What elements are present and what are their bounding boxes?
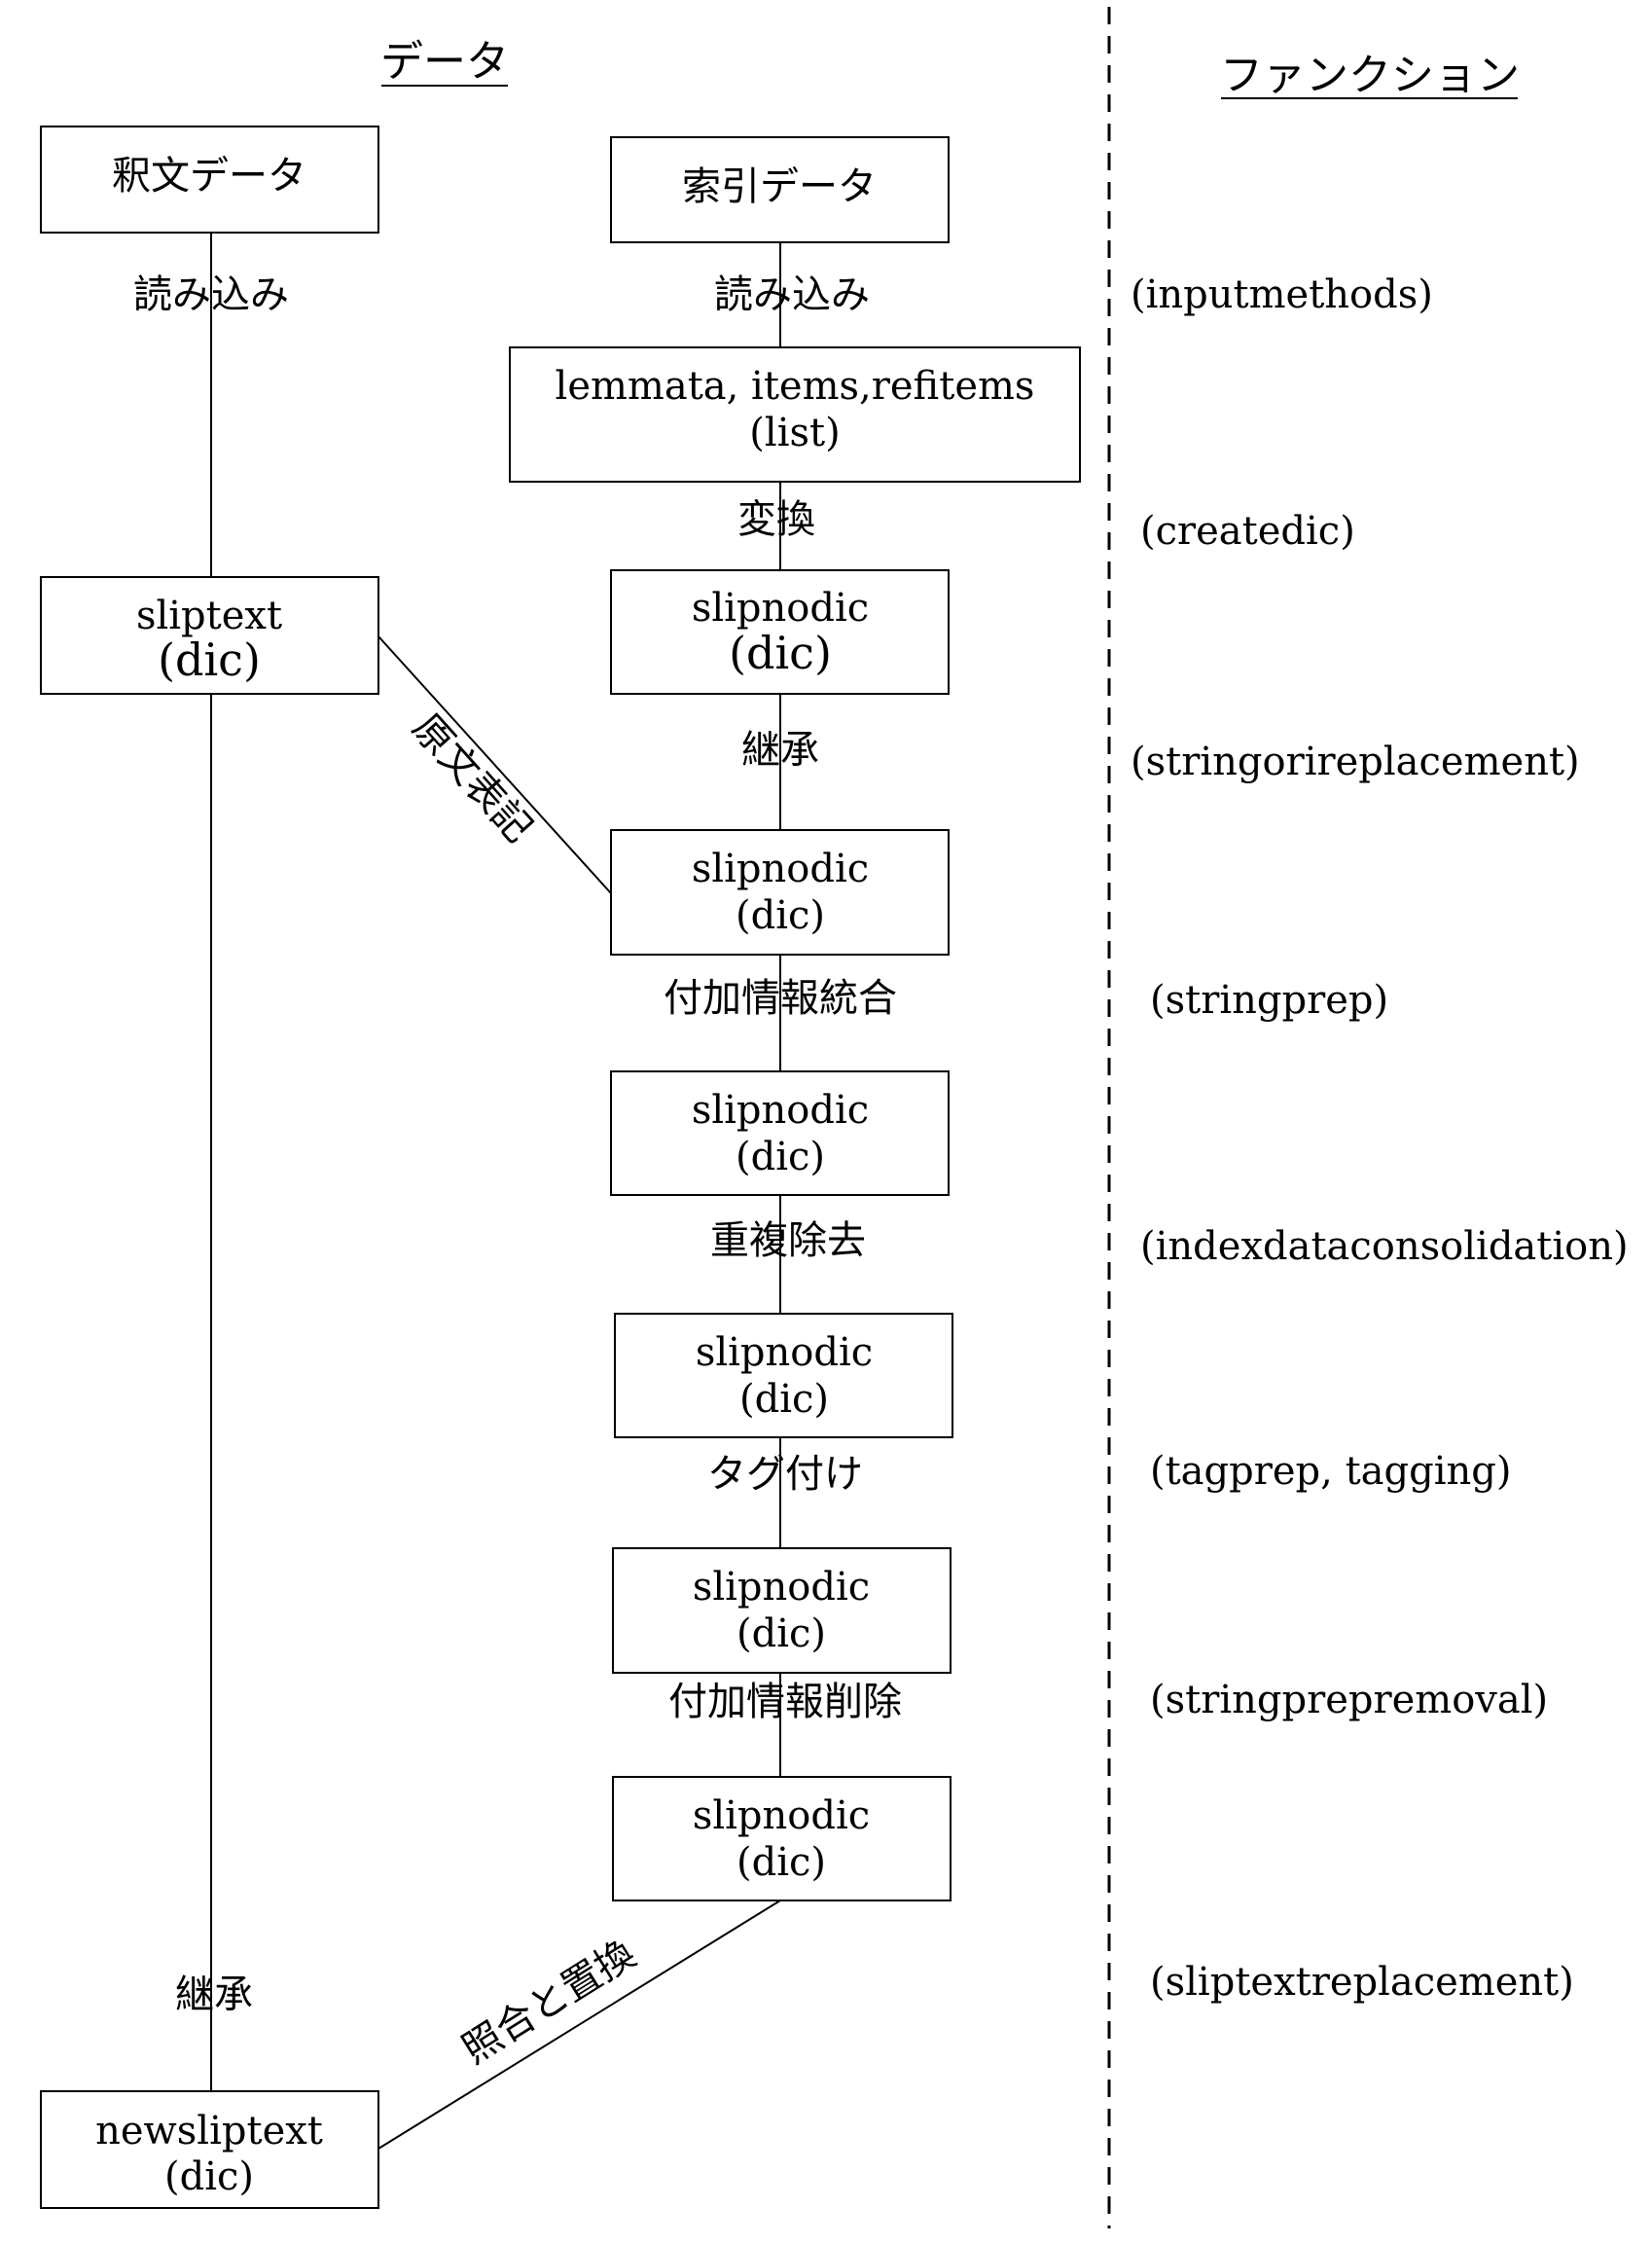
box-sublabel: (dic) <box>736 1135 825 1179</box>
box-sublabel: (dic) <box>736 1840 826 1885</box>
box-slipnodic-4: slipnodic (dic) <box>614 1313 953 1438</box>
edge-label-remove-info: 付加情報削除 <box>668 1680 902 1724</box>
box-label: slipnodic <box>692 1088 869 1133</box>
box-label: 釈文データ <box>112 154 306 199</box>
box-sakuin-data: 索引データ <box>610 136 950 243</box>
box-label: sliptext <box>136 594 282 638</box>
box-sublabel: (dic) <box>158 633 261 686</box>
box-slipnodic-6: slipnodic (dic) <box>612 1776 952 1901</box>
function-label: (tagprep, tagging) <box>1150 1449 1511 1494</box>
function-label: (indexdataconsolidation) <box>1140 1224 1629 1269</box>
edge-label-dedupe: 重複除去 <box>710 1218 866 1263</box>
box-slipnodic-1: slipnodic (dic) <box>610 569 950 695</box>
edge-label-inherit-right: 継承 <box>741 728 819 773</box>
box-sublabel: (dic) <box>729 627 832 679</box>
box-sublabel: (list) <box>749 411 840 455</box>
function-label: (sliptextreplacement) <box>1150 1960 1574 2005</box>
box-sliptext: sliptext (dic) <box>40 576 379 695</box>
function-label: (createdic) <box>1140 509 1355 554</box>
box-lemmata-list: lemmata, items,refitems (list) <box>509 346 1081 483</box>
box-sublabel: (dic) <box>736 1611 826 1656</box>
box-label: 索引データ <box>682 164 877 209</box>
box-label: slipnodic <box>692 847 869 891</box>
box-label: slipnodic <box>693 1565 870 1610</box>
function-label: (stringorireplacement) <box>1131 740 1580 784</box>
box-slipnodic-5: slipnodic (dic) <box>612 1547 952 1674</box>
box-shakubun-data: 釈文データ <box>40 126 379 234</box>
function-label: (stringprepremoval) <box>1150 1678 1548 1722</box>
box-sublabel: (dic) <box>736 893 825 938</box>
function-label: (stringprep) <box>1150 978 1388 1023</box>
edge-label-original-notation: 原文表記 <box>404 706 541 851</box>
box-sublabel: (dic) <box>739 1377 829 1422</box>
box-label: slipnodic <box>692 586 869 631</box>
box-slipnodic-2: slipnodic (dic) <box>610 829 950 956</box>
box-label: slipnodic <box>696 1330 873 1375</box>
box-slipnodic-3: slipnodic (dic) <box>610 1070 950 1196</box>
connector-original-notation <box>377 635 612 894</box>
edge-label-merge-info: 付加情報統合 <box>664 976 897 1021</box>
box-newsliptext: newsliptext (dic) <box>40 2090 379 2209</box>
box-label: newsliptext <box>95 2109 323 2154</box>
box-label: slipnodic <box>693 1793 870 1838</box>
edge-label-tagging: タグ付け <box>707 1452 863 1497</box>
edge-label-convert: 変換 <box>737 497 815 542</box>
edge-label-inherit-left: 継承 <box>175 1973 253 2017</box>
connector-match-replace <box>377 1900 781 2150</box>
header-data: データ <box>380 37 509 87</box>
function-label: (inputmethods) <box>1131 272 1433 317</box>
header-function: ファンクション <box>1220 51 1520 100</box>
box-label: lemmata, items,refitems <box>556 364 1035 409</box>
box-sublabel: (dic) <box>164 2154 254 2199</box>
edge-label-read-left: 読み込み <box>133 272 289 317</box>
edge-label-read-right: 読み込み <box>714 272 870 317</box>
